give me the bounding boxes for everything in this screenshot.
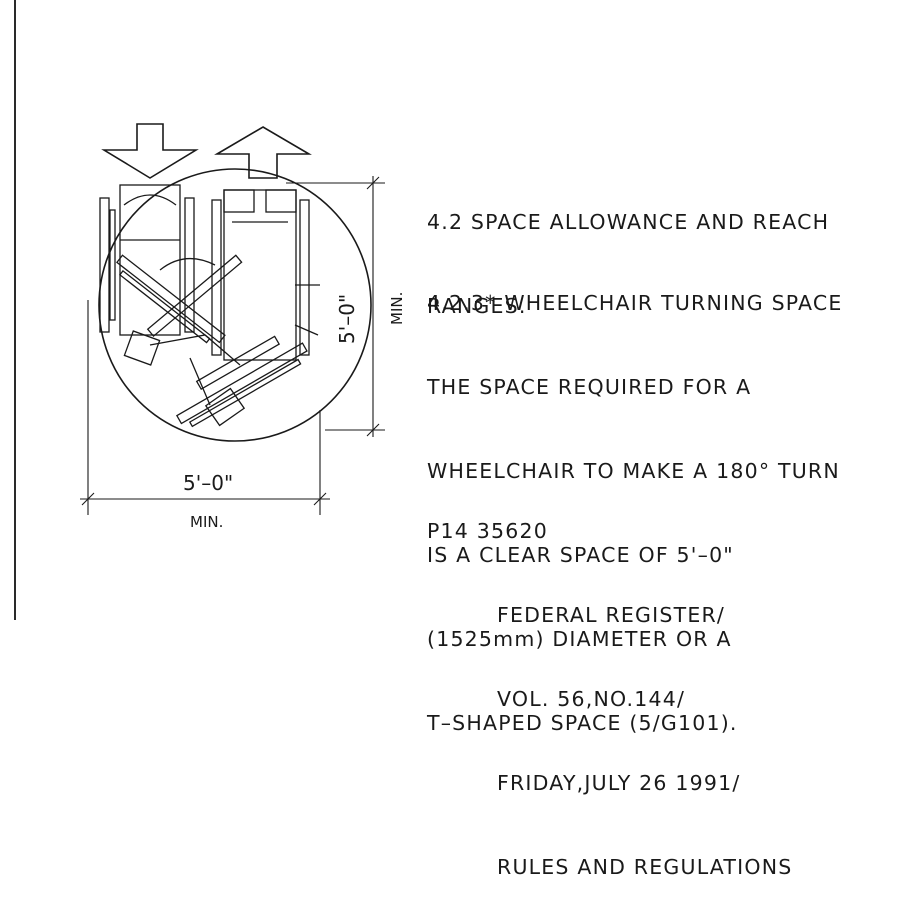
source-reference: P14 35620 FEDERAL REGISTER/ VOL. 56,NO.1… — [427, 461, 792, 909]
left-border-line — [14, 0, 16, 620]
reference-line-4: RULES AND REGULATIONS — [497, 855, 793, 879]
horizontal-dimension-value: 5'–0" — [183, 471, 233, 495]
reference-line-3: FRIDAY,JULY 26 1991/ — [497, 771, 741, 795]
clause-line-3: WHEELCHAIR TO MAKE A 180° TURN — [427, 459, 840, 483]
reference-code: P14 35620 — [427, 519, 548, 543]
section-heading-line-2: RANGES. — [427, 294, 527, 318]
section-heading: 4.2 SPACE ALLOWANCE AND REACH RANGES. — [427, 152, 829, 348]
horizontal-dimension-qualifier: MIN. — [190, 513, 223, 531]
section-heading-line-1: 4.2 SPACE ALLOWANCE AND REACH — [427, 210, 830, 234]
arrow-up-icon — [214, 126, 312, 179]
wheelchair-icon — [99, 184, 320, 428]
vertical-dimension — [286, 176, 385, 437]
clause-line-4: IS A CLEAR SPACE OF 5'–0" — [427, 543, 734, 567]
arrow-down-icon — [101, 123, 199, 179]
reference-line-1: FEDERAL REGISTER/ — [497, 603, 726, 627]
clause-line-1: 4.2.3* WHEELCHAIR TURNING SPACE — [427, 291, 843, 315]
horizontal-dimension — [80, 300, 330, 515]
clause-line-2: THE SPACE REQUIRED FOR A — [427, 375, 752, 399]
turning-circle — [98, 168, 372, 442]
turning-space-drawing: 5'–0" MIN. 5'–0" MIN. — [80, 123, 406, 531]
vertical-dimension-value: 5'–0" — [335, 294, 359, 344]
vertical-dimension-qualifier: MIN. — [388, 292, 406, 325]
reference-line-2: VOL. 56,NO.144/ — [497, 687, 686, 711]
